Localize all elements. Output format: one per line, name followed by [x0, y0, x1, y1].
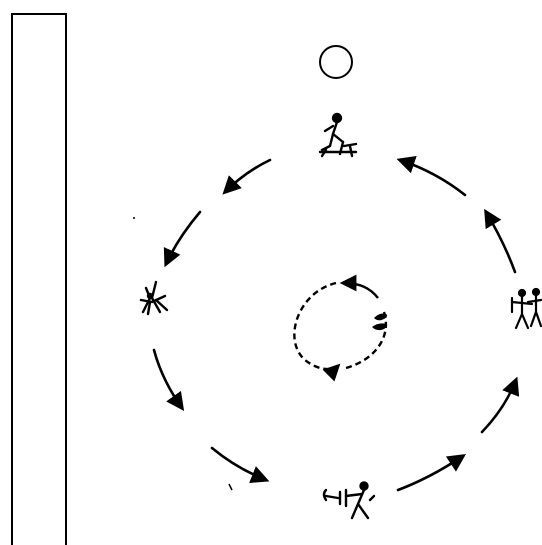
inner-circuit — [294, 283, 386, 369]
inner-dashed-arc — [294, 283, 338, 369]
vertical-bar — [12, 14, 66, 545]
person-stretching-icon — [141, 282, 167, 314]
ball-icon — [320, 46, 352, 78]
person-pushing-icon — [324, 483, 374, 519]
arrow-upper-right-1 — [486, 212, 515, 272]
arrow-top-left — [225, 160, 270, 192]
arrow-lower-left-2 — [212, 448, 266, 480]
arrow-upper-right-2 — [400, 160, 465, 195]
outer-circuit-arrows — [154, 160, 516, 490]
stray-dot — [133, 217, 135, 219]
two-persons-icon — [512, 289, 541, 328]
footprints-icon — [372, 314, 387, 331]
arrow-upper-left — [166, 212, 200, 264]
arrow-lower-left-1 — [154, 350, 182, 408]
person-rowing-icon — [320, 114, 356, 156]
stray-mark — [229, 484, 232, 490]
arrow-bottom-right — [398, 456, 463, 490]
arrow-lower-right — [482, 380, 516, 432]
inner-dashed-arc-right — [346, 312, 386, 368]
inner-arrow-top — [343, 283, 378, 298]
